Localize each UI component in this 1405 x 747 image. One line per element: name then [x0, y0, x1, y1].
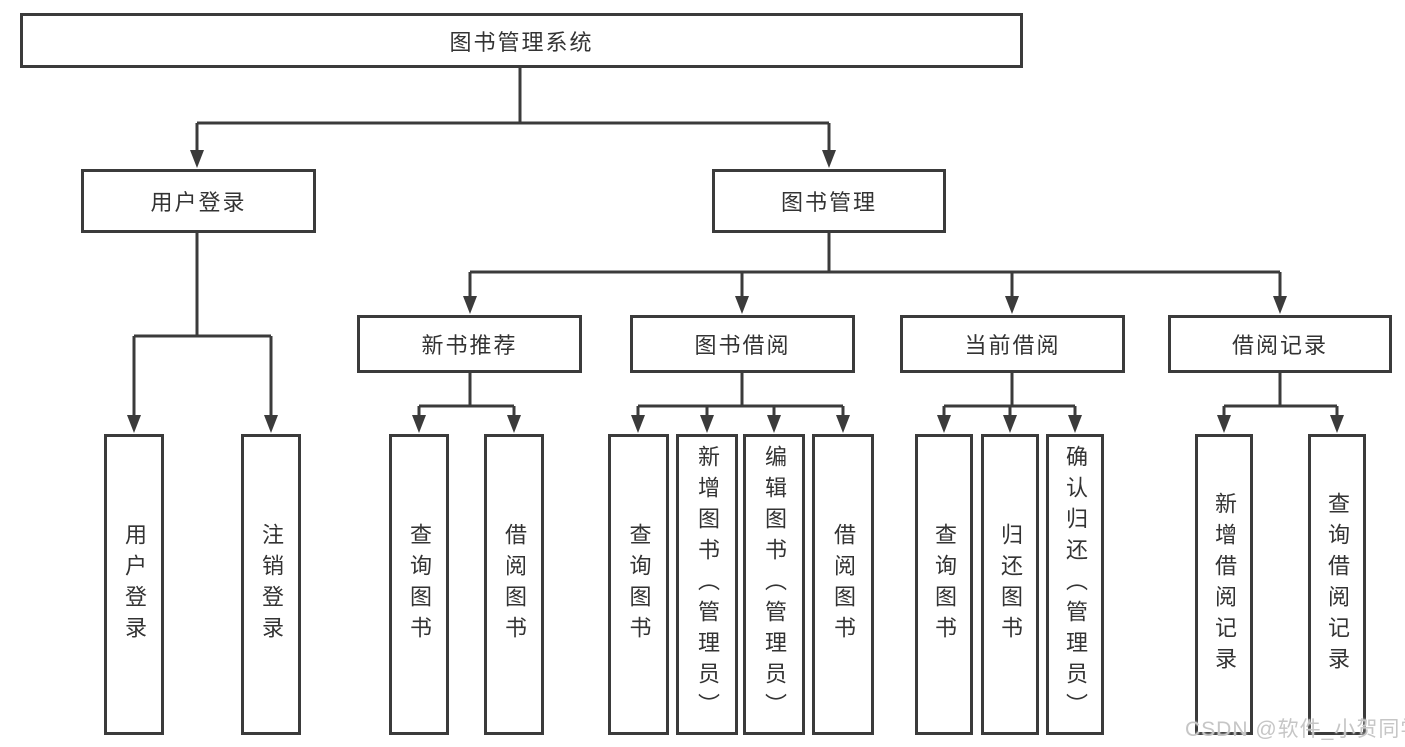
- leaf-newbooks-borrow: 借阅图书: [484, 434, 544, 735]
- watermark: CSDN @软件_小贺同学: [1185, 718, 1405, 741]
- node-book-borrowing: 图书借阅: [630, 315, 855, 373]
- leaf-borrow-add-admin: 新增图书（管理员）: [676, 434, 738, 735]
- leaf-logout: 注销登录: [241, 434, 301, 735]
- node-new-book-recommend: 新书推荐: [357, 315, 582, 373]
- node-book-management: 图书管理: [712, 169, 946, 233]
- leaf-current-confirm-admin: 确认归还（管理员）: [1046, 434, 1104, 735]
- node-user-login-module: 用户登录: [81, 169, 316, 233]
- leaf-newbooks-query: 查询图书: [389, 434, 449, 735]
- leaf-borrow-query: 查询图书: [608, 434, 669, 735]
- node-borrow-records: 借阅记录: [1168, 315, 1392, 373]
- leaf-records-add: 新增借阅记录: [1195, 434, 1253, 735]
- node-root: 图书管理系统: [20, 13, 1023, 68]
- node-current-borrowing: 当前借阅: [900, 315, 1125, 373]
- leaf-current-query: 查询图书: [915, 434, 973, 735]
- leaf-current-return: 归还图书: [981, 434, 1039, 735]
- leaf-records-query: 查询借阅记录: [1308, 434, 1366, 735]
- leaf-borrow-borrow: 借阅图书: [812, 434, 874, 735]
- leaf-user-login: 用户登录: [104, 434, 164, 735]
- leaf-borrow-edit-admin: 编辑图书（管理员）: [743, 434, 805, 735]
